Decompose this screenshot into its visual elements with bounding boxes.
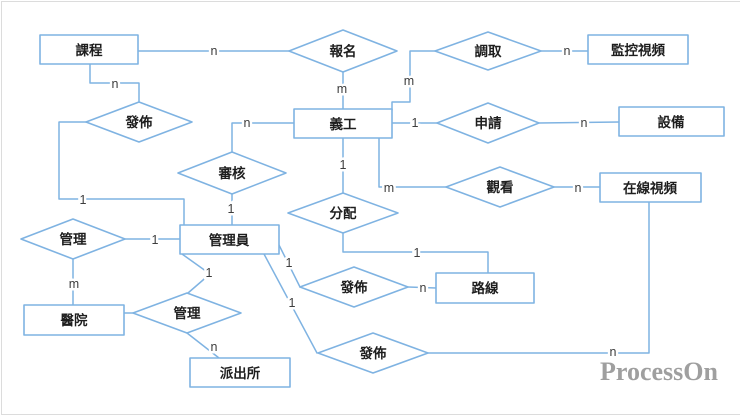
relationship-assign-label: 分配 xyxy=(330,206,357,221)
entity-surveillance-video[interactable]: 監控視頻 xyxy=(587,34,689,65)
cardinality-volunteer-apply: 1 xyxy=(412,116,419,130)
connector-course-publish xyxy=(89,63,140,103)
cardinality-publishvideo-onlinevideo: n xyxy=(610,345,617,359)
connector-admin-manage2 xyxy=(181,253,211,294)
entity-course-box xyxy=(39,34,139,65)
cardinality-manage2-police: n xyxy=(211,340,218,354)
entity-online-video[interactable]: 在線視頻 xyxy=(599,172,702,203)
cardinality-publishroute-route: n xyxy=(420,281,427,295)
relationship-publish-course-diamond xyxy=(85,101,193,143)
entity-course-label: 課程 xyxy=(76,42,103,58)
entity-surveillance-video-box xyxy=(587,34,689,65)
relationship-publish-route[interactable]: 發佈 xyxy=(299,266,409,308)
entity-volunteer-label: 義工 xyxy=(330,116,357,132)
connector-publishroute-route xyxy=(407,286,437,289)
relationship-publish-video-diamond xyxy=(317,332,429,374)
relationship-signup[interactable]: 報名 xyxy=(288,29,398,73)
entity-online-video-box xyxy=(599,172,702,203)
cardinality-course-signup: n xyxy=(211,44,218,58)
relationship-publish-video[interactable]: 發佈 xyxy=(317,332,429,374)
entity-admin-box xyxy=(179,224,280,255)
relationship-manage-police[interactable]: 管理 xyxy=(132,292,242,334)
entity-admin-label: 管理員 xyxy=(209,232,250,248)
cardinality-review-admin: 1 xyxy=(228,202,235,216)
entity-online-video-label: 在線視頻 xyxy=(623,180,677,196)
cardinality-admin-publishroute: 1 xyxy=(286,256,293,270)
cardinality-retrieve-surveillance: n xyxy=(564,44,571,58)
connector-publish-admin xyxy=(58,121,185,226)
connector-publishvideo-onlinevideo xyxy=(427,201,650,354)
relationship-publish-route-label: 發佈 xyxy=(340,279,368,295)
relationship-assign[interactable]: 分配 xyxy=(287,192,399,234)
relationship-publish-video-label: 發佈 xyxy=(359,345,387,361)
entity-volunteer-box xyxy=(293,108,393,139)
entity-hospital-box xyxy=(23,304,125,336)
entity-surveillance-video-label: 監控視頻 xyxy=(611,42,665,58)
cardinality-apply-equipment: n xyxy=(581,116,588,130)
relationship-publish-route-diamond xyxy=(299,266,409,308)
connector-assign-route xyxy=(342,232,489,274)
cardinality-admin-manage2: 1 xyxy=(206,266,213,280)
cardinality-watch-onlinevideo: n xyxy=(575,181,582,195)
relationship-apply-label: 申請 xyxy=(475,115,502,131)
entity-police-station[interactable]: 派出所 xyxy=(189,357,291,388)
cardinality-volunteer-assign: 1 xyxy=(340,158,347,172)
relationship-signup-label: 報名 xyxy=(330,43,357,59)
connector-retrieve-volunteer xyxy=(391,50,436,111)
relationship-manage-hospital-label: 管理 xyxy=(60,231,87,247)
entity-police-station-box xyxy=(189,357,291,388)
connector-volunteer-watch xyxy=(378,137,447,188)
entity-route[interactable]: 路線 xyxy=(435,272,535,304)
cardinality-assign-route: 1 xyxy=(414,246,421,260)
relationship-review-diamond xyxy=(177,151,287,195)
relationship-publish-course[interactable]: 發佈 xyxy=(85,101,193,143)
relationship-watch-diamond xyxy=(445,166,555,208)
entity-volunteer[interactable]: 義工 xyxy=(293,108,393,139)
cardinality-manage1-hospital: m xyxy=(69,277,79,291)
cardinality-signup-volunteer: m xyxy=(337,82,347,96)
relationship-review-label: 審核 xyxy=(218,165,246,181)
cardinality-manage1-admin: 1 xyxy=(152,233,159,247)
entity-route-box xyxy=(435,272,535,304)
relationship-assign-diamond xyxy=(287,192,399,234)
relationship-review[interactable]: 審核 xyxy=(177,151,287,195)
relationship-watch-label: 觀看 xyxy=(487,179,514,195)
relationship-watch[interactable]: 觀看 xyxy=(445,166,555,208)
entity-equipment-label: 設備 xyxy=(658,114,686,130)
entity-equipment-box xyxy=(618,106,725,137)
relationship-manage-police-diamond xyxy=(132,292,242,334)
cardinality-volunteer-watch: m xyxy=(384,181,394,195)
relationship-manage-hospital[interactable]: 管理 xyxy=(20,218,126,260)
connector-admin-publishvideo xyxy=(263,253,318,354)
entity-route-label: 路線 xyxy=(472,280,499,296)
cardinality-course-publish: n xyxy=(112,77,119,91)
cardinality-publish-admin: 1 xyxy=(80,193,87,207)
cardinality-review-volunteer: n xyxy=(244,116,251,130)
relationship-retrieve-label: 調取 xyxy=(475,43,502,59)
relationship-retrieve-diamond xyxy=(434,31,542,71)
cardinality-retrieve-volunteer: m xyxy=(404,74,414,88)
entity-police-station-label: 派出所 xyxy=(220,365,261,381)
entity-admin[interactable]: 管理員 xyxy=(179,224,280,255)
relationship-signup-diamond xyxy=(288,29,398,73)
connector-manage2-police xyxy=(186,332,220,359)
connector-layer xyxy=(58,50,650,359)
connector-admin-publishroute xyxy=(278,244,301,288)
entity-course[interactable]: 課程 xyxy=(39,34,139,65)
entity-equipment[interactable]: 設備 xyxy=(618,106,725,137)
relationship-apply-diamond xyxy=(436,102,540,144)
relationship-manage-hospital-diamond xyxy=(20,218,126,260)
entity-hospital-label: 醫院 xyxy=(61,312,88,328)
relationship-manage-police-label: 管理 xyxy=(174,305,201,321)
connector-apply-equipment xyxy=(538,121,620,124)
connector-review-volunteer xyxy=(231,122,295,153)
relationship-retrieve[interactable]: 調取 xyxy=(434,31,542,71)
cardinality-layer: n n 1 m m n 1 n n 1 1 m n 1 1 m 1 n 1 n … xyxy=(66,42,619,362)
relationship-publish-course-label: 發佈 xyxy=(125,114,153,130)
entity-hospital[interactable]: 醫院 xyxy=(23,304,125,336)
processon-watermark: ProcessOn xyxy=(600,357,718,386)
cardinality-admin-publishvideo: 1 xyxy=(289,296,296,310)
relationship-apply[interactable]: 申請 xyxy=(436,102,540,144)
